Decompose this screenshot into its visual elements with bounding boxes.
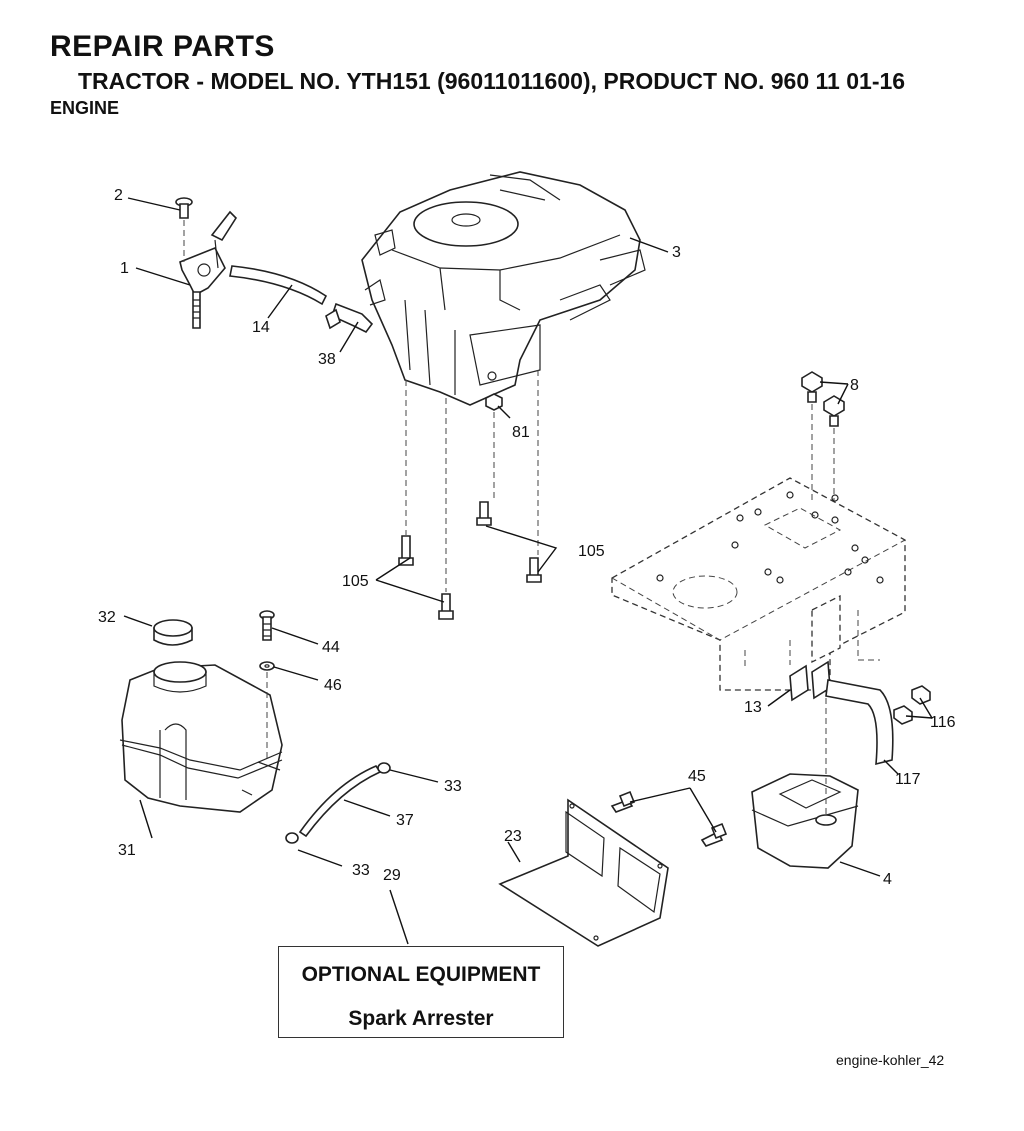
tank-screw-part — [259, 610, 275, 641]
fuel-tank-part — [119, 661, 283, 813]
callout-105-left: 105 — [342, 573, 369, 590]
engine-assembly — [361, 171, 646, 406]
figure-id: engine-kohler_42 — [836, 1052, 945, 1068]
optional-equipment-item: Spark Arrester — [348, 1007, 494, 1030]
callout-33-upper: 33 — [444, 778, 462, 795]
fuel-cap-part — [153, 619, 193, 646]
callout-1: 1 — [120, 260, 129, 277]
callout-32: 32 — [98, 609, 116, 626]
nut-part-81 — [485, 393, 503, 500]
callout-3: 3 — [672, 244, 681, 261]
mounting-bolts-part — [801, 371, 845, 500]
fuel-line-part — [229, 265, 328, 306]
optional-equipment-title: OPTIONAL EQUIPMENT — [301, 963, 541, 986]
screen-screws-part — [610, 790, 728, 847]
callout-38: 38 — [318, 351, 336, 368]
callout-46: 46 — [324, 677, 342, 694]
hose-clamp-parts — [285, 762, 391, 844]
callout-29: 29 — [383, 867, 401, 884]
section-label: ENGINE — [50, 98, 120, 118]
callout-4: 4 — [883, 871, 892, 888]
callout-14: 14 — [252, 319, 270, 336]
fuel-hose-part — [298, 765, 382, 838]
callout-31: 31 — [118, 842, 136, 859]
screw-part-2 — [175, 197, 193, 262]
exhaust-pipe-part — [825, 679, 894, 766]
muffler-part — [751, 680, 859, 869]
callout-2: 2 — [114, 187, 123, 204]
exhaust-nuts-part — [893, 685, 931, 725]
callout-33-lower: 33 — [352, 862, 370, 879]
washer-part — [259, 661, 275, 760]
leader-lines — [123, 197, 933, 945]
callout-81: 81 — [512, 424, 530, 441]
callout-37: 37 — [396, 812, 414, 829]
model-subtitle: TRACTOR - MODEL NO. YTH151 (96011011600)… — [78, 68, 906, 94]
frame-outline — [611, 477, 906, 691]
spark-arrester-screen-part — [498, 798, 669, 947]
callout-8: 8 — [850, 377, 859, 394]
callout-13: 13 — [744, 699, 762, 716]
callout-23: 23 — [504, 828, 522, 845]
callout-105-right: 105 — [578, 543, 605, 560]
throttle-control-part — [179, 210, 238, 329]
fuel-fitting-part — [325, 302, 374, 334]
callout-117: 117 — [895, 771, 921, 788]
engine-bolts-part — [398, 370, 542, 620]
page-title: REPAIR PARTS — [50, 30, 275, 63]
callout-45: 45 — [688, 768, 706, 785]
callout-numbers: 1 2 3 4 8 13 14 23 29 31 32 33 33 37 38 … — [98, 187, 956, 888]
callout-116: 116 — [930, 714, 956, 731]
callout-44: 44 — [322, 639, 340, 656]
optional-equipment-box: OPTIONAL EQUIPMENT Spark Arrester — [278, 946, 564, 1038]
exhaust-gasket-part — [789, 660, 831, 702]
